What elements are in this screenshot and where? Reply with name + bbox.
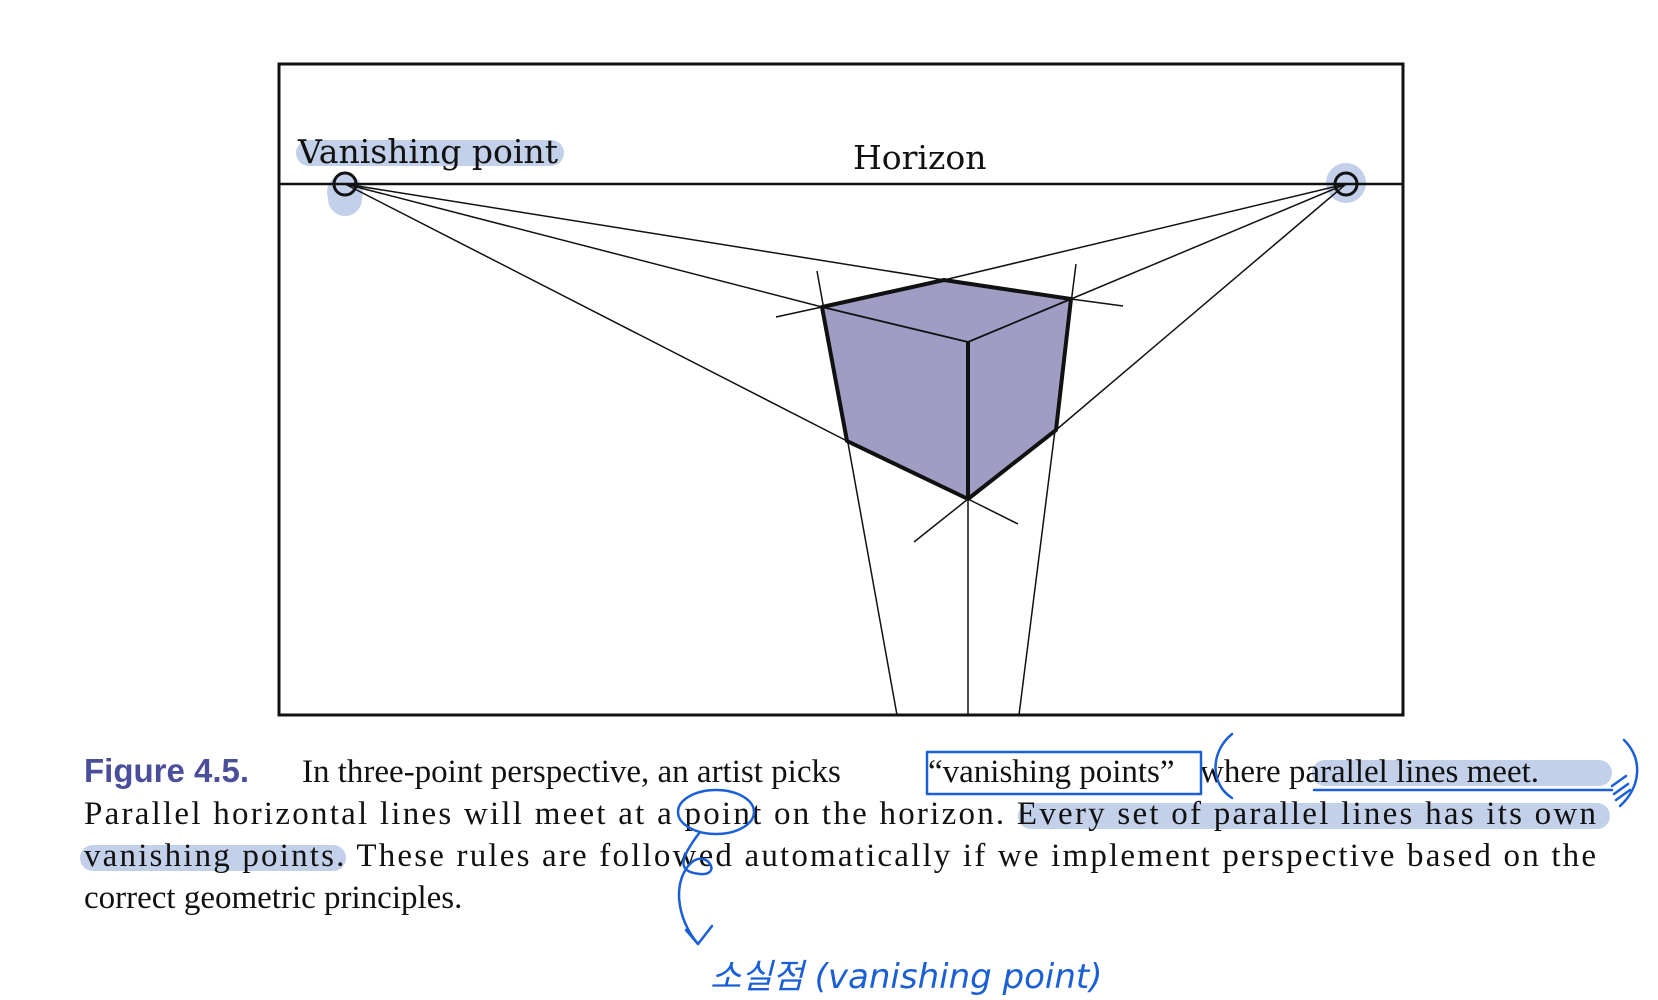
highlight-parallel-lines-meet	[1312, 760, 1612, 786]
horizon-label: Horizon	[853, 138, 986, 177]
cube-inner-edges	[821, 298, 1072, 343]
caption-line1-quoted: “vanishing points”	[928, 754, 1175, 790]
cube-face	[820, 278, 1073, 501]
caption-line-3: vanishing points. These rules are follow…	[84, 838, 1596, 874]
right-vanishing-point-marker	[1333, 171, 1359, 197]
highlight-every-set	[1018, 803, 1610, 829]
caption-line-2: Parallel horizontal lines will meet at a…	[84, 796, 1596, 832]
arrow-head	[684, 924, 714, 946]
open-paren-mark	[1214, 732, 1234, 800]
caption-line-1: Figure 4.5. In three-point perspective, …	[84, 752, 1539, 790]
perspective-lines	[344, 183, 1347, 716]
caption-line1-a: In three-point perspective, an artist pi…	[302, 754, 849, 790]
left-vanishing-point-marker	[332, 171, 358, 197]
caption-line-4: correct geometric principles.	[84, 880, 462, 916]
caption-line1-b: where parallel lines meet.	[1200, 754, 1539, 790]
vanishing-point-label: Vanishing point	[297, 132, 558, 171]
close-paren-mark	[1618, 738, 1639, 808]
highlight-vanishing-point-label	[296, 140, 564, 166]
figure-label: Figure 4.5.	[84, 752, 249, 789]
figure-frame	[277, 62, 1405, 717]
circle-point	[676, 788, 756, 836]
emphasis-marks	[1610, 774, 1632, 802]
box-vanishing-points	[925, 750, 1203, 796]
arrow-to-note	[677, 830, 713, 946]
annotations	[676, 732, 1639, 946]
highlight-vanishing-points-line3	[80, 845, 346, 871]
handwritten-note: 소실점 (vanishing point)	[710, 957, 1103, 997]
